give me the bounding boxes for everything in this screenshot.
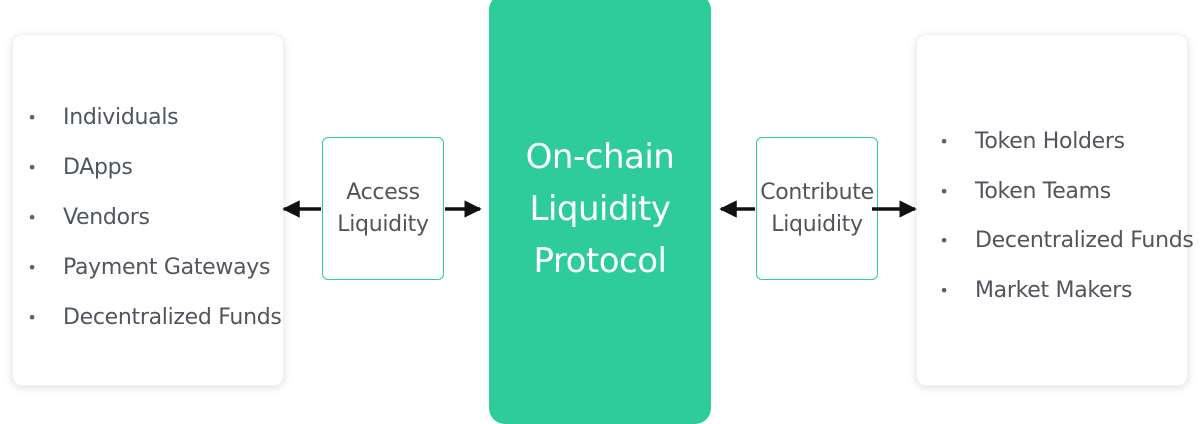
list-item-label: Payment Gateways <box>63 255 271 280</box>
list-item-label: Decentralized Funds <box>975 228 1194 253</box>
connector-label-line: Contribute <box>760 179 874 205</box>
bullet-icon: • <box>27 208 37 227</box>
list-item: • Token Teams <box>939 167 1194 217</box>
access-liquidity-box: Access Liquidity <box>322 137 444 280</box>
left-user-panel: • Individuals • DApps • Vendors • Payment Ga… <box>12 34 284 386</box>
bullet-icon: • <box>939 132 949 151</box>
list-item-label: Market Makers <box>975 277 1133 303</box>
list-item-label: Token Holders <box>975 129 1125 154</box>
list-item-label: Vendors <box>63 205 150 230</box>
list-item: • DApps <box>27 143 282 193</box>
connector-label-line: Access <box>346 179 420 205</box>
list-item: • Decentralized Funds <box>939 216 1194 266</box>
connector-label-line: Liquidity <box>771 211 863 237</box>
bullet-icon: • <box>27 158 37 177</box>
bullet-icon: • <box>939 280 949 300</box>
protocol-title-line: On-chain <box>525 137 675 177</box>
bullet-icon: • <box>27 108 37 127</box>
liquidity-users-list: • Individuals • DApps • Vendors • Payment Ga… <box>27 93 282 343</box>
list-item: • Token Holders <box>939 117 1194 167</box>
list-item: • Payment Gateways <box>27 243 282 293</box>
protocol-title-line: Liquidity <box>529 189 671 229</box>
bullet-icon: • <box>939 231 949 250</box>
list-item-label: Individuals <box>63 105 179 130</box>
protocol-title-line: Protocol <box>533 241 667 281</box>
list-item: • Decentralized Funds <box>27 293 282 343</box>
list-item: • Individuals <box>27 93 282 143</box>
bullet-icon: • <box>939 181 949 201</box>
bullet-icon: • <box>27 258 37 277</box>
liquidity-providers-list: • Token Holders • Token Teams • Decentraliz… <box>939 117 1194 316</box>
list-item: • Market Makers <box>939 266 1194 316</box>
connector-label-line: Liquidity <box>337 211 429 237</box>
protocol-block: On-chain Liquidity Protocol <box>489 0 711 424</box>
list-item: • Vendors <box>27 193 282 243</box>
right-provider-panel: • Token Holders • Token Teams • Decentraliz… <box>916 34 1194 386</box>
bullet-icon: • <box>27 308 37 327</box>
list-item-label: DApps <box>63 155 133 180</box>
list-item-label: Token Teams <box>975 178 1111 204</box>
list-item-label: Decentralized Funds <box>63 305 282 330</box>
